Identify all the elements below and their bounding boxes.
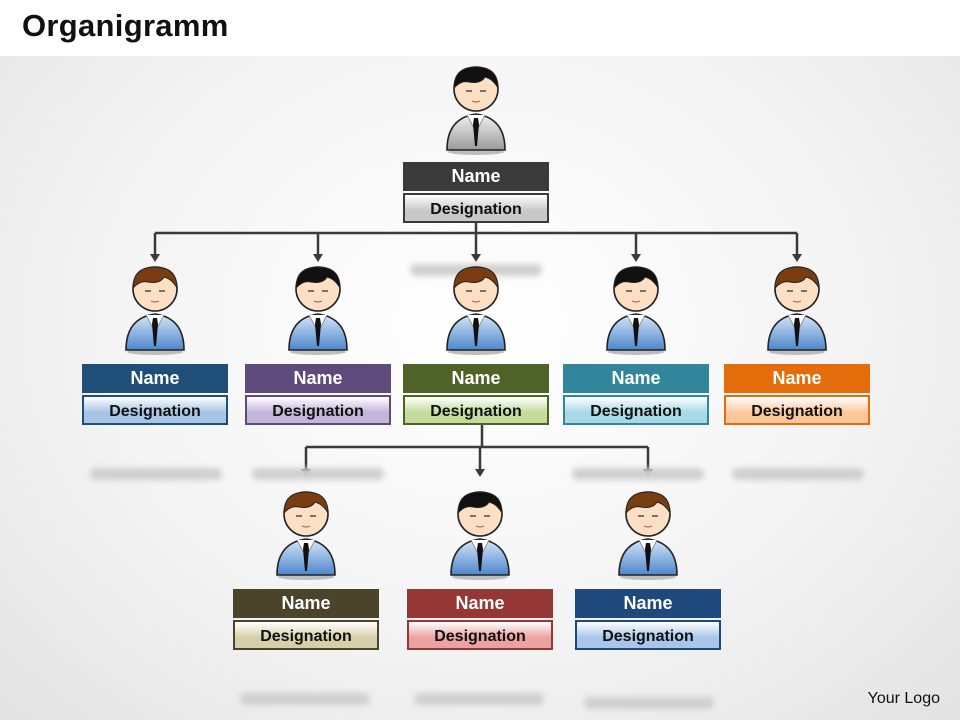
person-icon: [283, 262, 353, 356]
arrow-head: [792, 254, 802, 262]
node-designation: Designation: [407, 620, 553, 650]
title-bar: Organigramm: [0, 0, 960, 56]
page-title: Organigramm: [22, 8, 229, 43]
node-designation: Designation: [724, 395, 870, 425]
node-name: Name: [233, 589, 379, 618]
node-name: Name: [82, 364, 228, 393]
person-icon: [762, 262, 832, 356]
shadow-decoration: [584, 697, 714, 709]
person-icon: [120, 262, 190, 356]
node-name: Name: [563, 364, 709, 393]
shadow-decoration: [240, 693, 370, 705]
person-icon: [271, 487, 341, 581]
person-icon: [613, 487, 683, 581]
logo-placeholder: Your Logo: [867, 690, 940, 707]
node-name: Name: [245, 364, 391, 393]
node-name: Name: [575, 589, 721, 618]
node-name: Name: [403, 162, 549, 191]
arrow-head: [313, 254, 323, 262]
node-name: Name: [407, 589, 553, 618]
arrow-head: [631, 254, 641, 262]
shadow-decoration: [90, 468, 222, 480]
node-name: Name: [724, 364, 870, 393]
node-designation: Designation: [403, 193, 549, 223]
shadow-decoration: [572, 468, 704, 480]
arrow-head: [475, 469, 485, 477]
node-designation: Designation: [245, 395, 391, 425]
person-icon: [441, 262, 511, 356]
node-designation: Designation: [233, 620, 379, 650]
node-name: Name: [403, 364, 549, 393]
person-icon: [445, 487, 515, 581]
node-designation: Designation: [403, 395, 549, 425]
shadow-decoration: [732, 468, 864, 480]
shadow-decoration: [252, 468, 384, 480]
shadow-decoration: [414, 693, 544, 705]
node-designation: Designation: [82, 395, 228, 425]
node-designation: Designation: [563, 395, 709, 425]
node-designation: Designation: [575, 620, 721, 650]
person-icon: [601, 262, 671, 356]
arrow-head: [150, 254, 160, 262]
arrow-head: [471, 254, 481, 262]
person-icon: [441, 62, 511, 156]
